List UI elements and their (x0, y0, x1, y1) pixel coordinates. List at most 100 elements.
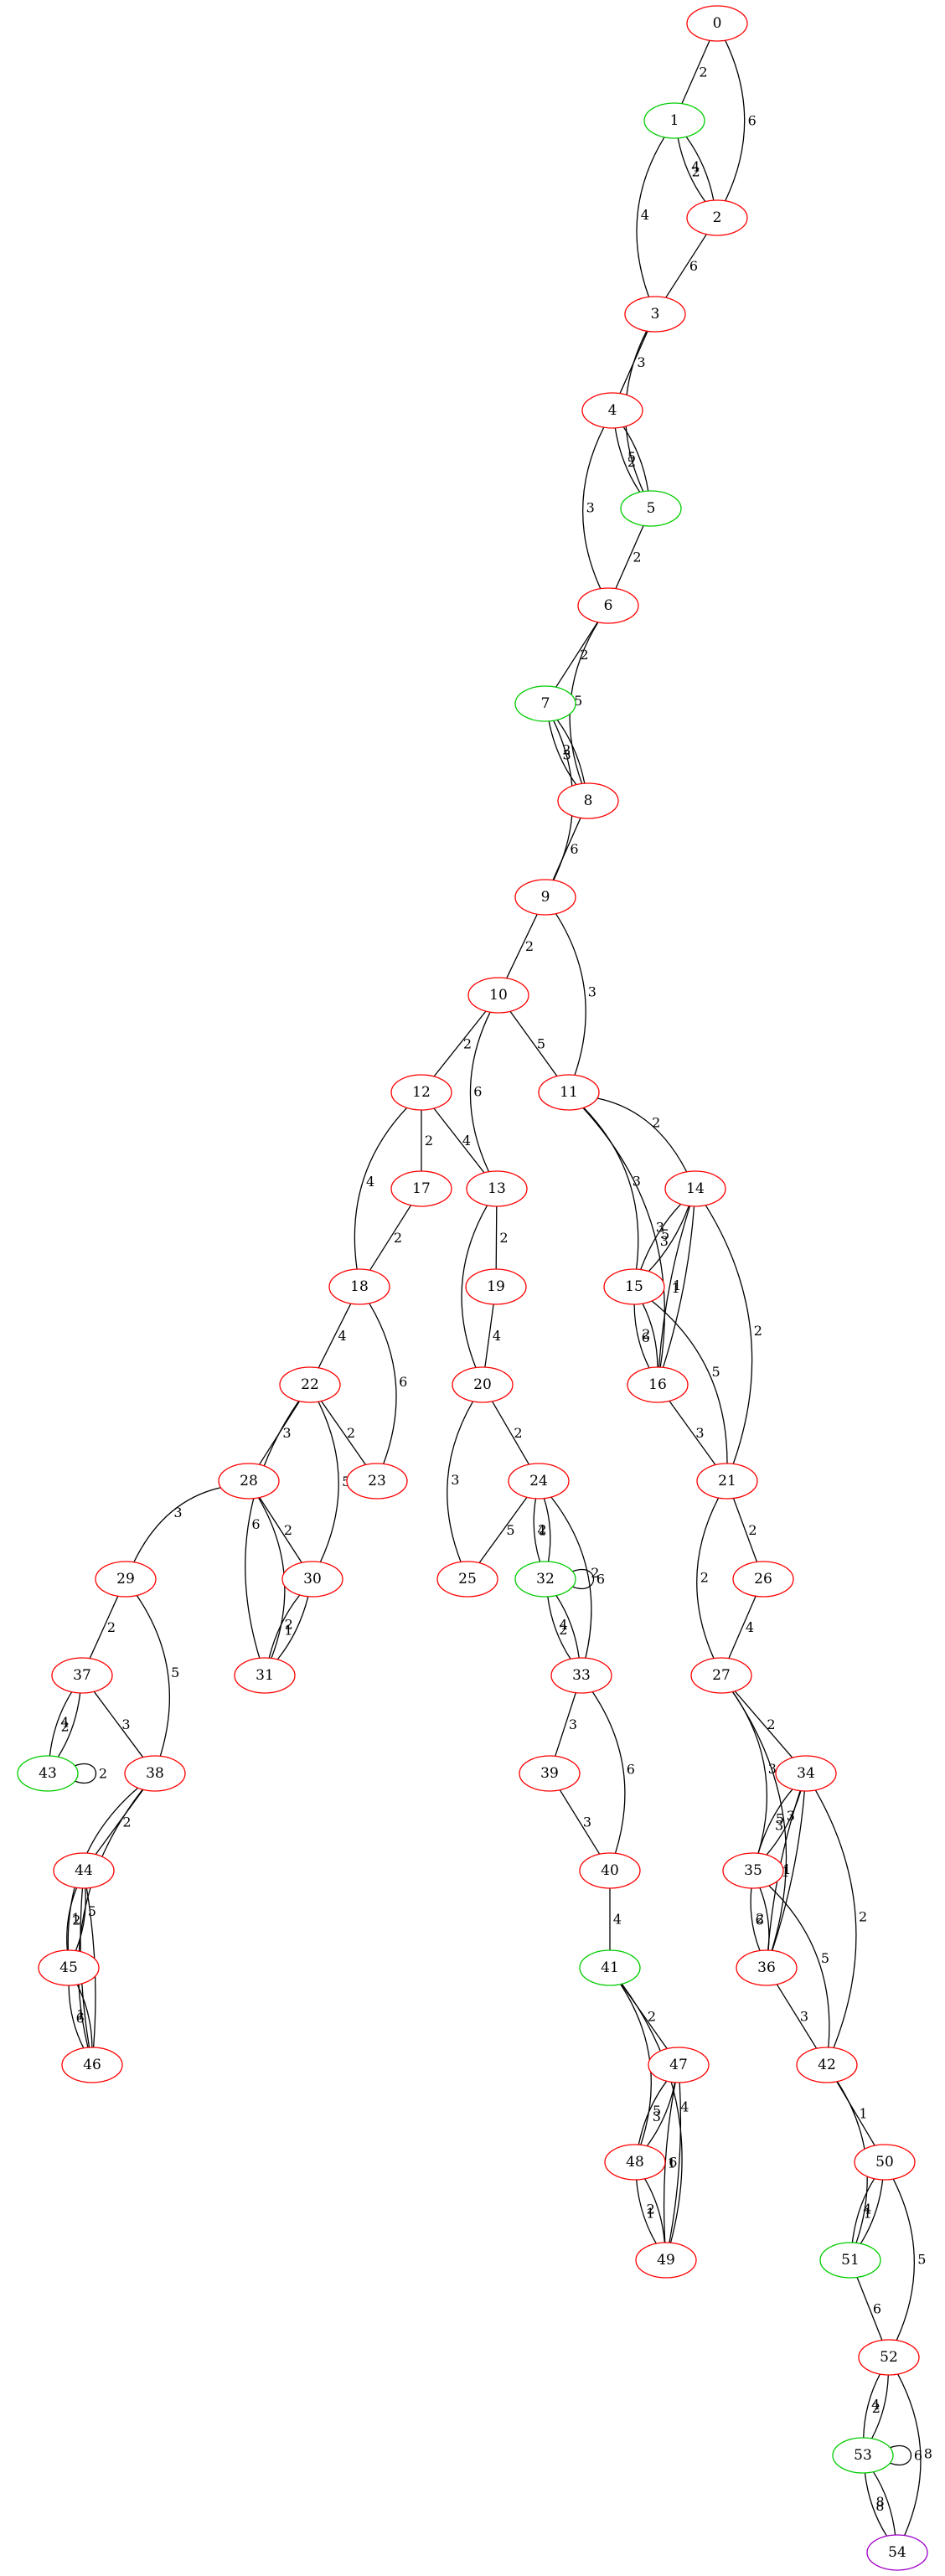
edge-line (897, 2373, 922, 2536)
edge-line (622, 426, 649, 492)
node-label: 1 (670, 112, 679, 129)
edge-line (864, 2472, 888, 2537)
node-42: 42 (796, 2047, 858, 2083)
edge-line (814, 1789, 857, 2048)
edge-line (320, 1401, 367, 1465)
edge-label: 1 (668, 2155, 676, 2171)
edge-label: 1 (859, 2106, 867, 2122)
edge-35-36: 2 (756, 1887, 770, 1951)
edge-label: 3 (653, 2109, 661, 2124)
edge-line (596, 1097, 688, 1173)
edge-label: 1 (672, 1280, 680, 1296)
edge-line (136, 1595, 171, 1757)
edge-line (433, 1010, 487, 1077)
edge-12-18: 4 (354, 1107, 408, 1270)
node-ellipse (603, 1268, 665, 1305)
edge-label: 2 (580, 647, 588, 663)
node-label: 32 (536, 1571, 555, 1587)
edge-50-52: 5 (892, 2178, 926, 2341)
edge-line (705, 1205, 753, 1464)
edge-label: 2 (767, 1716, 775, 1732)
edge-line (734, 1691, 793, 1758)
edge-41-49: 4 (621, 1983, 689, 2243)
node-10: 10 (467, 977, 529, 1014)
node-ellipse (866, 2534, 928, 2571)
edge-label: 8 (924, 2446, 932, 2462)
node-ellipse (627, 1366, 689, 1403)
edge-label: 6 (642, 1329, 650, 1345)
node-label: 27 (712, 1667, 731, 1684)
node-ellipse (686, 5, 748, 42)
edge-line (651, 1300, 728, 1464)
node-ellipse (508, 1463, 570, 1500)
edge-label: 2 (514, 1425, 522, 1441)
node-ellipse (514, 1561, 576, 1598)
edge-label: 6 (399, 1374, 407, 1390)
edge-24-32: 2 (538, 1498, 551, 1562)
edge-10-12: 2 (433, 1010, 487, 1077)
node-label: 26 (754, 1571, 772, 1587)
node-28: 28 (218, 1463, 280, 1500)
edge-label: 6 (76, 2010, 85, 2026)
edge-label: 2 (627, 454, 636, 470)
edge-line (484, 1303, 494, 1368)
edge-line (856, 2277, 883, 2341)
node-ellipse (538, 1074, 600, 1111)
node-ellipse (436, 1561, 498, 1598)
node-32: 32 (514, 1561, 576, 1598)
edge-29-37: 2 (89, 1596, 119, 1659)
node-ellipse (467, 977, 529, 1014)
edge-label: 4 (338, 1328, 346, 1344)
edge-label: 3 (583, 1815, 591, 1830)
edge-42-50: 1 (836, 2081, 875, 2146)
edge-line (732, 1498, 758, 1562)
edge-line (354, 1107, 408, 1270)
edge-label: 3 (173, 1505, 182, 1520)
node-35: 35 (722, 1852, 784, 1889)
node-48: 48 (604, 2144, 666, 2181)
edge-label: 5 (821, 1950, 829, 1966)
node-17: 17 (390, 1170, 452, 1207)
node-label: 5 (647, 500, 656, 517)
edge-label: 5 (661, 1226, 669, 1242)
node-34: 34 (775, 1755, 837, 1792)
edge-14-16: 1 (658, 1205, 691, 1368)
edge-39-40: 3 (559, 1789, 601, 1855)
edge-line (640, 1203, 682, 1270)
node-ellipse (732, 1561, 794, 1598)
node-label: 30 (303, 1571, 322, 1587)
edge-label: 4 (680, 2099, 689, 2115)
edge-label: 3 (569, 1716, 577, 1732)
node-14: 14 (664, 1170, 726, 1207)
edge-label: 4 (691, 158, 700, 174)
edge-line (509, 1010, 558, 1077)
edge-label: 2 (347, 1425, 355, 1441)
edge-line (492, 1401, 529, 1465)
node-21: 21 (696, 1463, 758, 1500)
edge-21-26: 2 (732, 1498, 758, 1562)
edge-label: 5 (506, 1522, 514, 1538)
edge-line (461, 1205, 488, 1368)
edge-line (571, 1569, 594, 1589)
node-label: 35 (744, 1862, 762, 1879)
edge-line (757, 1789, 793, 1854)
edge-line (621, 1984, 668, 2049)
node-12: 12 (390, 1074, 452, 1111)
edge-label: 4 (641, 207, 649, 223)
node-5: 5 (620, 490, 682, 527)
edge-47-49: 6 (663, 2082, 677, 2243)
node-46: 46 (61, 2047, 123, 2083)
edge-53-54: 8 (864, 2472, 888, 2537)
edge-38-46: 5 (77, 1789, 143, 2048)
edge-12-17: 2 (421, 1110, 433, 1171)
node-label: 13 (488, 1180, 506, 1197)
edge-line (648, 1205, 689, 1273)
edge-label: 3 (637, 354, 645, 370)
edge-line (620, 1984, 652, 2145)
edge-24-33: 2 (550, 1496, 599, 1659)
node-ellipse (858, 2339, 920, 2376)
edge-label: 5 (537, 1036, 545, 1052)
edge-line (258, 1497, 286, 1659)
edge-label: 2 (538, 1522, 546, 1538)
